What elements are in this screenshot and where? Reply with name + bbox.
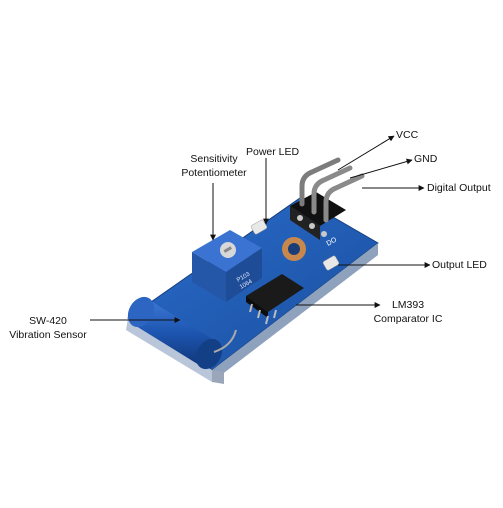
arrow-vcc [337,135,395,171]
label-power-led: Power LED [246,146,300,158]
pin-header: DO [290,157,365,248]
label-sensitivity-line2: Potentiometer [181,167,247,179]
label-gnd: GND [414,153,438,165]
label-lm393-line1: LM393 [391,299,425,311]
annotation-arrows [90,135,431,323]
label-sw420-sensor: SW-420 Vibration Sensor [4,314,92,342]
label-output-led: Output LED [432,259,487,271]
arrow-gnd [349,158,413,179]
label-digital-output: Digital Output [427,182,491,194]
output-led [322,255,340,271]
label-lm393-comparator: LM393 Comparator IC [366,298,450,326]
label-sensitivity-potentiometer: Sensitivity Potentiometer [172,152,256,180]
label-sensitivity-line1: Sensitivity [190,153,238,165]
label-sw420-line2: Vibration Sensor [9,329,87,341]
label-vcc: VCC [396,129,419,141]
lm393-chip [246,274,304,325]
label-lm393-line2: Comparator IC [373,313,443,325]
potentiometer: P103 1064 [192,230,262,302]
silk-do-label: DO [326,236,339,248]
mounting-hole [282,237,306,261]
label-sw420-line1: SW-420 [29,315,67,327]
